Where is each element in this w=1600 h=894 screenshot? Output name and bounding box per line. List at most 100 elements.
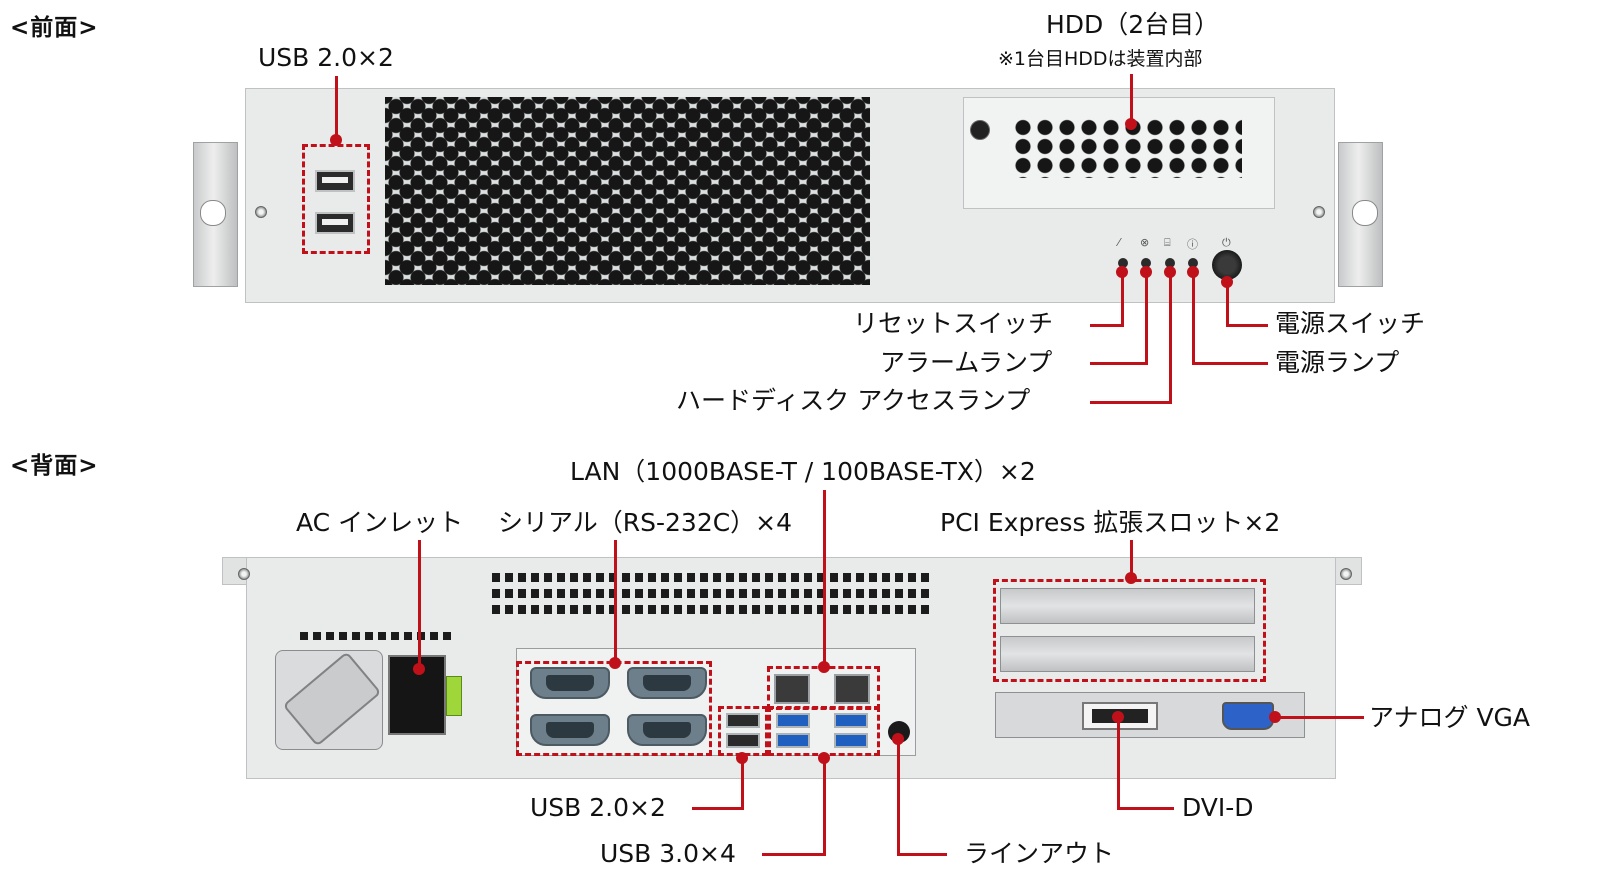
front-usb-label: USB 2.0×2	[258, 43, 394, 72]
hdd-access-lamp-icon	[1165, 258, 1175, 268]
callout-line	[1226, 324, 1268, 327]
reset-switch-label: リセットスイッチ	[853, 309, 1054, 338]
ac-inlet-latch	[446, 676, 462, 716]
callout-line	[1117, 716, 1120, 810]
hdd-access-lamp-label: ハードディスク アクセスランプ	[676, 386, 1031, 415]
callout-line	[823, 757, 826, 856]
top-vent-row-3	[492, 605, 932, 614]
callout-line	[823, 490, 826, 666]
usb3-label: USB 3.0×4	[600, 839, 736, 868]
hdd-label: HDD（2台目）	[1046, 10, 1220, 39]
power-switch-icon	[1212, 250, 1242, 280]
callout-dot	[1112, 711, 1124, 723]
callout-line	[762, 853, 826, 856]
callout-line	[1117, 807, 1174, 810]
serial-port-1	[530, 667, 610, 699]
callout-line	[1145, 272, 1148, 365]
hdd-thumbscrew-icon	[970, 120, 990, 140]
callout-line	[692, 807, 744, 810]
callout-dot	[1140, 266, 1152, 278]
usb3-port-2	[776, 733, 810, 748]
callout-line	[897, 853, 947, 856]
callout-line	[1090, 401, 1172, 404]
reset-glyph-icon: ⁄	[1118, 236, 1120, 249]
power-lamp-label: 電源ランプ	[1275, 348, 1400, 377]
rear-usb2-label: USB 2.0×2	[530, 793, 666, 822]
psu-vent	[300, 632, 456, 640]
callout-line	[1169, 272, 1172, 404]
right-bracket-hole	[1352, 200, 1378, 226]
serial-label: シリアル（RS-232C）×4	[498, 508, 793, 537]
screw-icon	[238, 568, 250, 580]
alarm-lamp-icon	[1141, 258, 1151, 268]
callout-line	[1130, 540, 1133, 580]
ac-inlet-label: AC インレット	[296, 508, 464, 537]
lan-port-2	[834, 674, 870, 704]
pci-label: PCI Express 拡張スロット×2	[940, 508, 1281, 537]
usb3-port-1	[776, 713, 810, 728]
front-vent-grille-offset	[385, 97, 870, 285]
serial-port-4	[627, 714, 707, 746]
line-out-label: ラインアウト	[964, 839, 1115, 868]
callout-dot	[1269, 711, 1281, 723]
alarm-lamp-label: アラームランプ	[880, 348, 1053, 377]
front-usb-port-1	[315, 170, 355, 192]
rear-usb2-port-1	[726, 713, 760, 728]
dvi-label: DVI-D	[1182, 793, 1254, 822]
power-lamp-glyph-icon: ⓘ	[1187, 238, 1198, 251]
lan-label: LAN（1000BASE-T / 100BASE-TX）×2	[570, 457, 1036, 486]
hdd-note: ※1台目HDDは装置内部	[998, 48, 1203, 70]
front-usb-port-2	[315, 212, 355, 234]
power-switch-label: 電源スイッチ	[1275, 309, 1426, 338]
lan-port-1	[774, 674, 810, 704]
analog-vga-label: アナログ VGA	[1369, 703, 1531, 732]
vga-port	[1222, 702, 1274, 730]
callout-line	[897, 738, 900, 856]
power-glyph-icon: ⏻	[1222, 236, 1231, 249]
disk-glyph-icon: ⌸	[1164, 236, 1171, 249]
callout-line	[1192, 362, 1268, 365]
callout-line	[1226, 282, 1229, 327]
front-usb-highlight	[302, 144, 370, 254]
pci-slot-1	[1000, 588, 1255, 624]
callout-line	[1130, 74, 1133, 124]
rear-usb2-port-2	[726, 733, 760, 748]
usb3-port-3	[834, 713, 868, 728]
screw-icon	[1340, 568, 1352, 580]
callout-dot	[1125, 118, 1137, 130]
callout-line	[1090, 362, 1148, 365]
callout-line	[614, 540, 617, 662]
callout-line	[418, 540, 421, 668]
usb3-highlight	[768, 706, 880, 756]
callout-dot	[1164, 266, 1176, 278]
screw-icon	[255, 206, 267, 218]
callout-dot	[413, 663, 425, 675]
callout-line	[741, 757, 744, 810]
usb3-port-4	[834, 733, 868, 748]
top-vent-row-2	[492, 589, 932, 598]
callout-dot	[1116, 266, 1128, 278]
rear-heading: <背面>	[10, 453, 99, 479]
callout-line	[1121, 272, 1124, 327]
lan-highlight	[767, 666, 880, 710]
serial-port-2	[627, 667, 707, 699]
callout-line	[1274, 716, 1364, 719]
pci-slot-2	[1000, 636, 1255, 672]
serial-port-3	[530, 714, 610, 746]
screw-icon	[1313, 206, 1325, 218]
callout-dot	[1187, 266, 1199, 278]
rear-usb2-highlight	[718, 706, 768, 756]
left-bracket-hole	[200, 200, 226, 226]
serial-highlight	[516, 661, 712, 756]
callout-line	[1192, 272, 1195, 365]
power-lamp-icon	[1188, 258, 1198, 268]
callout-line	[335, 76, 338, 140]
front-heading: <前面>	[10, 15, 99, 41]
callout-line	[1090, 324, 1124, 327]
callout-dot	[892, 733, 904, 745]
alarm-glyph-icon: ⊗	[1140, 236, 1150, 249]
pci-highlight	[993, 579, 1266, 682]
reset-switch-icon	[1118, 258, 1128, 268]
callout-dot	[330, 134, 342, 146]
top-vent-row-1	[492, 573, 932, 582]
